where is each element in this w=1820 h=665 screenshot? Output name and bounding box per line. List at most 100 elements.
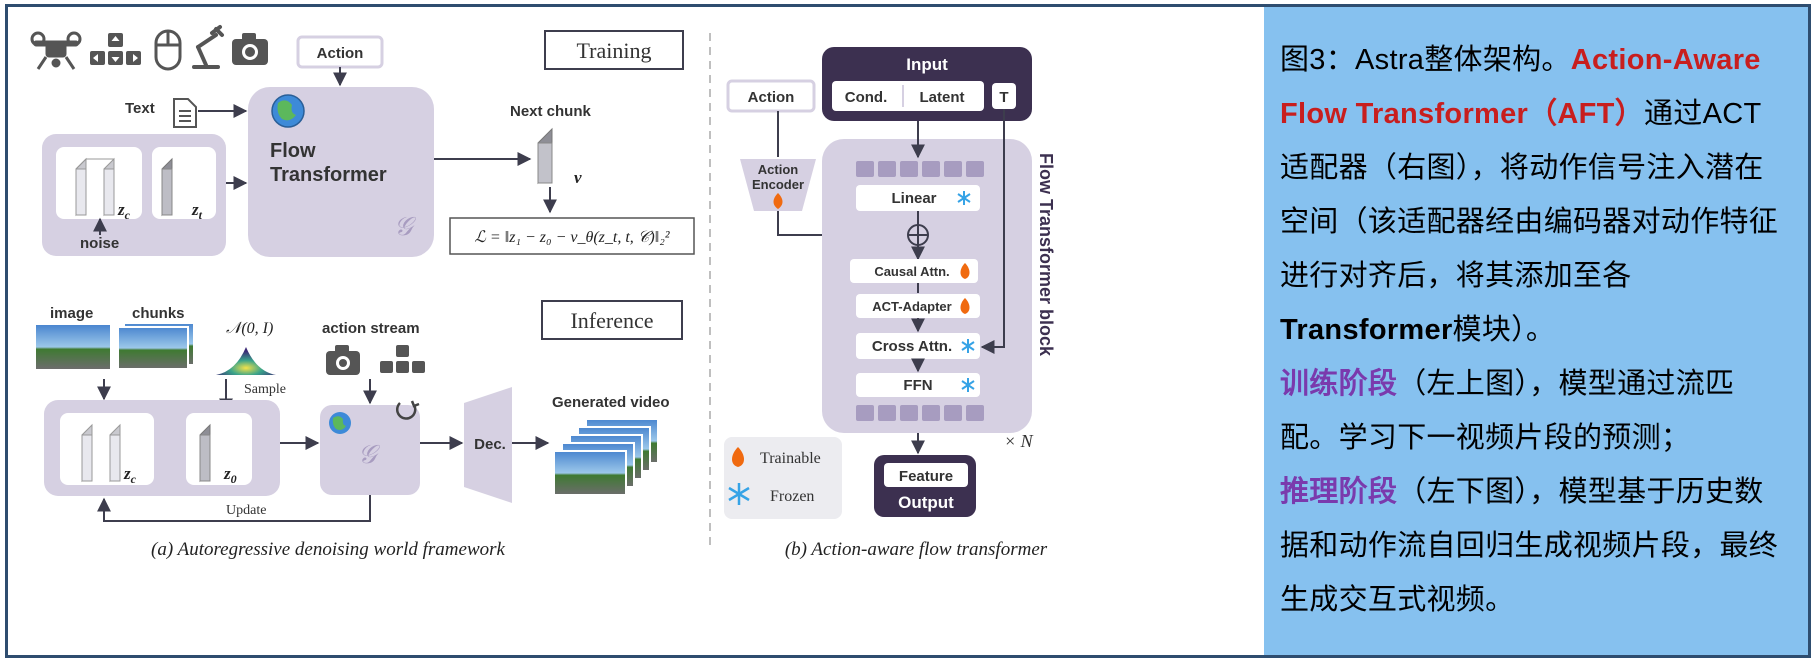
trainable-label: Trainable xyxy=(760,450,821,467)
refresh-icon xyxy=(395,400,420,420)
svg-text:zt: zt xyxy=(191,200,203,222)
causal-attn-label: Causal Attn. xyxy=(874,264,949,279)
cross-attn-label: Cross Attn. xyxy=(872,338,952,355)
sample-label: Sample xyxy=(244,382,286,397)
chunks-label: chunks xyxy=(132,305,185,322)
figure-frame: Action Training Text zc zt noise Flow Tr… xyxy=(5,4,1811,658)
causal-flame-icon xyxy=(960,263,970,279)
caption-module-end: 模块）。 xyxy=(1452,314,1556,346)
causal-attn-layer xyxy=(850,259,978,283)
caption-b: (b) Action-aware flow transformer xyxy=(785,539,1048,560)
output-label: Output xyxy=(898,493,954,512)
update-label: Update xyxy=(226,503,266,518)
mouse-icon xyxy=(154,29,182,71)
caption-aft-description: 通过ACT适配器（右图），将动作信号注入潜在空间（该适配器经由编码器对动作特征进… xyxy=(1280,98,1779,292)
caption-inference-text: （左下图），模型基于历史数据和动作流自回归生成视频片段，最终生成交互式视频。 xyxy=(1280,476,1779,616)
input-label: Input xyxy=(906,55,948,74)
linear-snowflake-icon xyxy=(957,191,971,205)
next-chunk-slab xyxy=(537,127,553,185)
ffn-label: FFN xyxy=(903,377,932,394)
action-encoder-line1: Action xyxy=(758,162,799,177)
svg-text:zc: zc xyxy=(117,200,131,222)
arrow-keys-icon xyxy=(90,33,141,65)
training-action-label: Action xyxy=(317,45,364,62)
flow-transformer-line1: Flow xyxy=(270,140,316,162)
caption-transformer-word: Transformer xyxy=(1280,314,1453,346)
z-c-slabs xyxy=(75,157,115,217)
loss-formula: ℒ = ‖z₁ − z₀ − v_θ(z_t, t, 𝒞)‖₂² xyxy=(474,229,670,246)
act-adapter-label: ACT-Adapter xyxy=(872,299,951,314)
generated-video-frames xyxy=(553,418,659,496)
act-adapter-flame-icon xyxy=(960,298,970,314)
inference-z-c-subscript: c xyxy=(131,472,137,486)
camera-icon-2 xyxy=(326,345,360,375)
noise-label: noise xyxy=(80,235,119,252)
camera-icon xyxy=(232,33,268,65)
normal-dist-label: 𝒩(0, I) xyxy=(226,320,273,337)
feature-label: Feature xyxy=(899,468,953,485)
legend-flame-icon xyxy=(732,447,744,467)
z-c-symbol: z xyxy=(117,200,125,219)
t-label: T xyxy=(999,89,1008,106)
cond-latent-box xyxy=(832,81,984,111)
flow-transformer-line2: Transformer xyxy=(270,164,387,186)
token-row-bottom xyxy=(856,405,984,421)
gaussian-surface xyxy=(216,347,276,375)
cross-attn-snowflake-icon xyxy=(961,339,975,353)
globe-icon xyxy=(271,94,305,128)
z-0-symbol: z xyxy=(223,464,231,483)
training-label-box xyxy=(544,30,684,70)
decoder-trapezoid xyxy=(464,387,512,503)
image-thumbnail xyxy=(36,325,110,369)
add-operator-icon xyxy=(907,224,929,246)
flow-transformer-block-label: Flow Transformer block xyxy=(1036,153,1056,357)
drone-icon xyxy=(30,31,82,70)
token-row-top xyxy=(856,161,984,177)
caption-figure-prefix: 图3：Astra整体架构。 xyxy=(1280,44,1571,76)
svg-text:z0: z0 xyxy=(223,464,237,486)
globe-icon-2 xyxy=(329,412,351,434)
caption-a: (a) Autoregressive denoising world frame… xyxy=(151,539,505,560)
action-stream-label: action stream xyxy=(322,320,420,337)
loss-box xyxy=(449,217,695,255)
times-n-label: × N xyxy=(1004,431,1034,451)
ffn-layer xyxy=(856,373,980,397)
z-0-card xyxy=(186,413,252,485)
v-symbol: v xyxy=(574,168,582,187)
caption-paragraph-3: 推理阶段（左下图），模型基于历史数据和动作流自回归生成视频片段，最终生成交互式视… xyxy=(1280,465,1790,627)
text-label: Text xyxy=(125,100,155,117)
action-encoder xyxy=(740,159,816,211)
flow-transformer-block xyxy=(248,87,434,257)
chunk-thumbnail-front xyxy=(117,326,189,370)
training-label: Training xyxy=(577,38,652,63)
z-t-subscript: t xyxy=(199,208,203,222)
ffn-snowflake-icon xyxy=(961,378,975,392)
legend-box xyxy=(724,437,842,519)
arrow-keys-icon-2 xyxy=(380,345,425,373)
encoder-flame-icon xyxy=(773,193,783,209)
caption-training-text: （左上图），模型通过流匹配。学习下一视频片段的预测； xyxy=(1280,368,1735,454)
z-t-symbol: z xyxy=(191,200,199,219)
next-chunk-label: Next chunk xyxy=(510,103,592,120)
caption-aft-name: Action-Aware Flow Transformer（AFT） xyxy=(1280,44,1761,130)
cond-label: Cond. xyxy=(845,89,888,106)
svg-text:zc: zc xyxy=(123,464,137,486)
frozen-label: Frozen xyxy=(770,488,814,505)
z-t-slab xyxy=(161,157,173,217)
right-action-label: Action xyxy=(748,89,795,106)
inference-label: Inference xyxy=(570,308,653,333)
generated-video-label: Generated video xyxy=(552,394,670,411)
inference-g-symbol: 𝒢 xyxy=(358,440,381,469)
flow-transformer-block-container xyxy=(822,139,1032,433)
right-action-box xyxy=(726,79,816,113)
caption-training-stage: 训练阶段 xyxy=(1280,368,1398,400)
caption-panel: 图3：Astra整体架构。Action-Aware Flow Transform… xyxy=(1264,7,1808,655)
inference-label-box xyxy=(541,300,683,340)
inference-z-c-symbol: z xyxy=(123,464,131,483)
inference-z-c-slabs xyxy=(81,423,121,483)
z-c-subscript: c xyxy=(125,208,131,222)
architecture-diagram: Action Training Text zc zt noise Flow Tr… xyxy=(30,25,1056,560)
z-0-subscript: 0 xyxy=(231,472,237,486)
document-icon xyxy=(173,98,197,128)
robot-arm-icon xyxy=(192,25,224,69)
